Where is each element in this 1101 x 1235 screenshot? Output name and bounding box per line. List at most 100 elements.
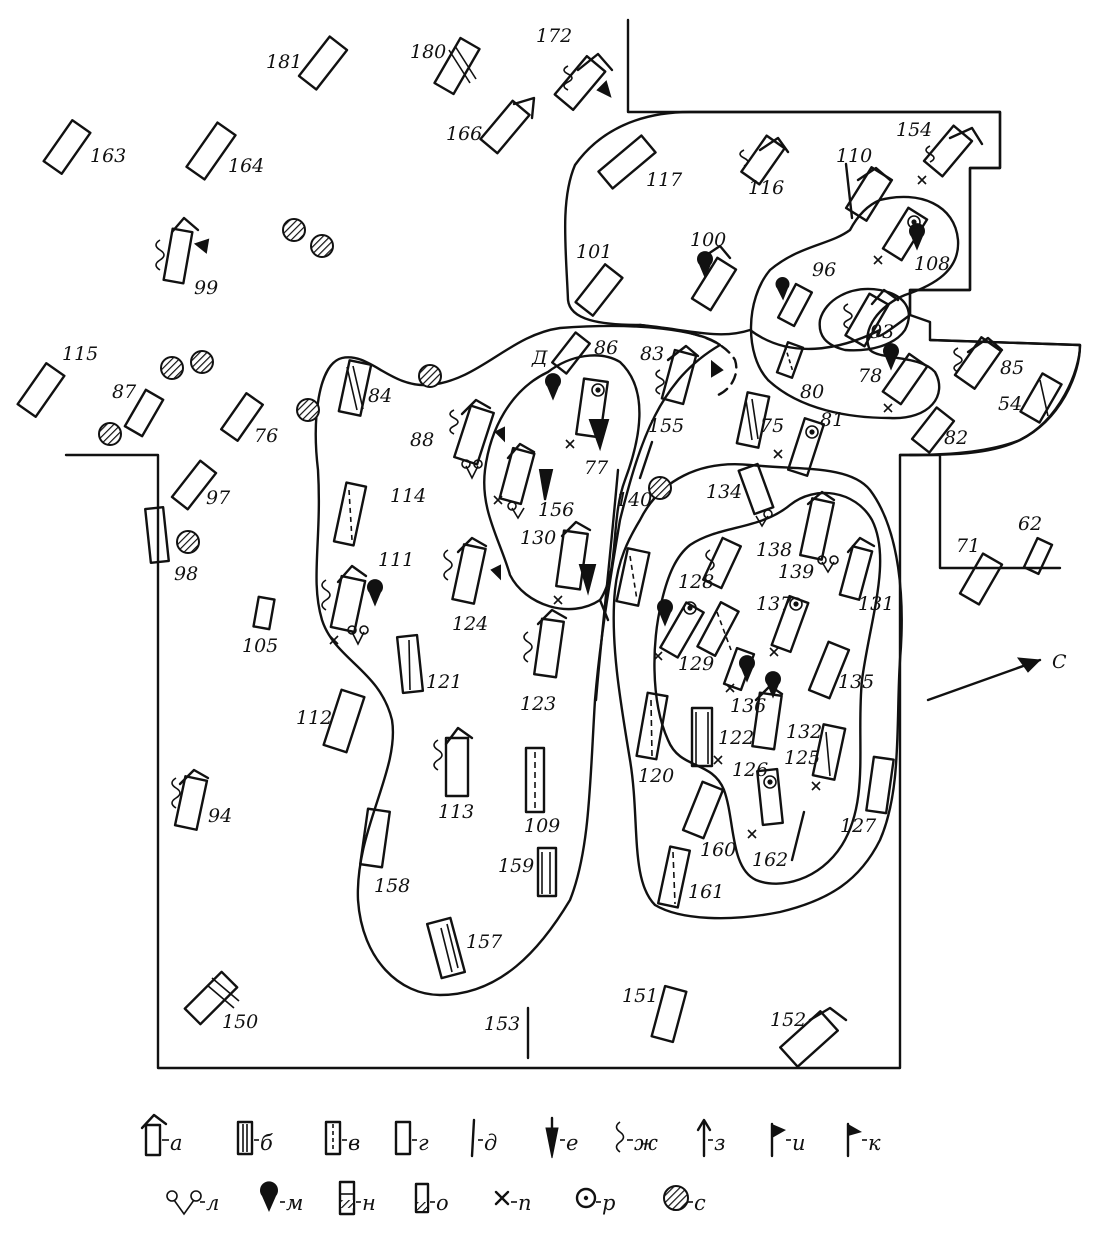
label-162: 162 xyxy=(752,849,788,871)
legend-key-e: е xyxy=(566,1131,578,1155)
label-105: 105 xyxy=(242,635,278,657)
pit-164 xyxy=(185,121,237,181)
pit-139 xyxy=(799,497,835,561)
legend-item-i: и xyxy=(770,1122,806,1158)
label-99: 99 xyxy=(194,277,218,299)
label-161: 161 xyxy=(688,881,724,903)
label-84: 84 xyxy=(368,385,392,407)
pit-140 xyxy=(615,547,651,607)
label-88: 88 xyxy=(410,429,434,451)
legend-item-d: д xyxy=(470,1118,497,1158)
legend-item-n: н xyxy=(338,1180,376,1216)
label-159: 159 xyxy=(498,855,534,877)
label-82: 82 xyxy=(944,427,968,449)
label-D-86: Д xyxy=(531,347,548,369)
legend-key-s: с xyxy=(694,1191,706,1215)
pit-135 xyxy=(807,640,851,700)
pit-87 xyxy=(123,388,165,438)
label-138: 138 xyxy=(756,539,792,561)
pit-112 xyxy=(322,688,366,754)
pit-158 xyxy=(359,807,391,869)
pit-116 xyxy=(740,134,786,186)
pit-138 xyxy=(702,536,742,590)
pit-86 xyxy=(551,331,591,375)
legend-item-v: в xyxy=(324,1120,360,1156)
pit-75 xyxy=(735,391,771,449)
pit-152 xyxy=(779,1010,839,1068)
north-arrow: С xyxy=(926,651,1067,702)
label-111: 111 xyxy=(378,549,414,571)
label-166: 166 xyxy=(446,123,482,145)
wavy-markers xyxy=(155,65,963,809)
legend: а б в г д е ж з xyxy=(140,1113,881,1159)
label-157: 157 xyxy=(466,931,503,953)
pit-124 xyxy=(451,543,487,605)
label-151: 151 xyxy=(622,985,658,1007)
legend-item-a: а xyxy=(140,1113,183,1157)
pit-127 xyxy=(865,755,895,815)
label-156: 156 xyxy=(538,499,574,521)
label-132: 132 xyxy=(786,721,822,743)
label-134: 134 xyxy=(706,481,742,503)
label-116: 116 xyxy=(748,177,784,199)
legend-key-n: н xyxy=(362,1191,376,1215)
label-98: 98 xyxy=(174,563,198,585)
legend-item-z: з xyxy=(696,1118,725,1158)
legend-key-l: л xyxy=(206,1191,219,1215)
label-154: 154 xyxy=(896,119,932,141)
pit-156 xyxy=(498,446,536,506)
pit-172 xyxy=(553,54,607,112)
label-121: 121 xyxy=(426,671,462,693)
pit-114 xyxy=(332,481,368,547)
pit-99 xyxy=(162,227,194,285)
pit-131 xyxy=(838,545,874,601)
pit-111 xyxy=(329,574,367,634)
zone-ring-93 xyxy=(818,287,910,352)
label-100: 100 xyxy=(690,229,726,251)
label-109: 109 xyxy=(524,815,560,837)
label-140: 140 xyxy=(616,489,652,511)
label-135: 135 xyxy=(838,671,874,693)
x-marks xyxy=(329,175,927,839)
legend-item-g: г xyxy=(394,1120,429,1156)
pit-82 xyxy=(910,406,956,454)
pit-121 xyxy=(395,633,425,695)
pit-123 xyxy=(533,617,565,679)
zone-northeast xyxy=(908,338,1082,457)
legend-item-e: е xyxy=(545,1116,578,1159)
label-152: 152 xyxy=(770,1009,806,1031)
label-180: 180 xyxy=(410,41,446,63)
label-129: 129 xyxy=(678,653,714,675)
pit-78 xyxy=(881,352,929,406)
legend-key-g: г xyxy=(418,1131,429,1155)
loop-marks xyxy=(347,459,839,646)
pit-62 xyxy=(1022,536,1054,576)
label-125: 125 xyxy=(784,747,820,769)
hatched-circles xyxy=(98,218,672,554)
legend-item-o: о xyxy=(414,1182,449,1215)
legend-dashes xyxy=(162,1139,867,1203)
label-164: 164 xyxy=(228,155,264,177)
pit-130 xyxy=(555,529,589,591)
pit-150 xyxy=(183,970,239,1026)
legend-key-p: п xyxy=(518,1191,532,1215)
pit-93 xyxy=(844,292,890,348)
pit-132 xyxy=(751,691,783,751)
pit-120 xyxy=(635,691,669,761)
pit-128 xyxy=(659,601,705,659)
label-163: 163 xyxy=(90,145,126,167)
label-123: 123 xyxy=(520,693,556,715)
legend-item-zh: ж xyxy=(615,1121,658,1155)
label-124: 124 xyxy=(452,613,488,635)
label-76: 76 xyxy=(254,425,278,447)
legend-row-2: л м н о п р с xyxy=(166,1180,706,1216)
label-96: 96 xyxy=(812,259,836,281)
pit-113 xyxy=(444,736,470,798)
legend-item-b: б xyxy=(236,1120,273,1156)
label-130: 130 xyxy=(520,527,556,549)
label-122: 122 xyxy=(718,727,754,749)
label-75: 75 xyxy=(760,415,784,437)
pit-160 xyxy=(681,780,725,840)
pit-122 xyxy=(690,706,714,768)
